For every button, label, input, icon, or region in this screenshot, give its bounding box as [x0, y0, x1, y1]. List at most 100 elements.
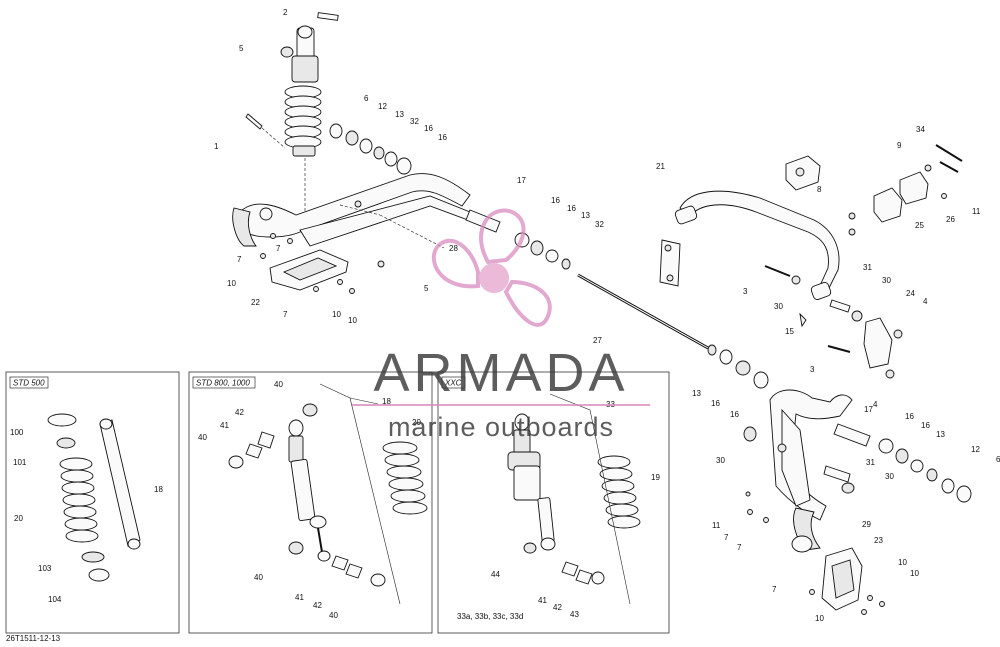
- callout-label: 13: [395, 110, 404, 119]
- inset-tag-std-800-1000: STD 800, 1000: [196, 379, 250, 388]
- shock-absorber-main: [245, 12, 339, 215]
- callout-label: 17: [517, 176, 526, 185]
- callout-label: 30: [882, 276, 891, 285]
- callout-label: 10: [348, 316, 357, 325]
- pivot-pin-right-and-bushings: [743, 423, 972, 503]
- callout-label: 5: [424, 284, 429, 293]
- callout-label: 41: [220, 421, 229, 430]
- lower-right-bushings: [707, 344, 769, 389]
- bracket-top-right: [785, 144, 963, 236]
- callout-label: 9: [897, 141, 902, 150]
- callout-label: 22: [251, 298, 260, 307]
- callout-label: 11: [972, 207, 981, 216]
- callout-label: 13: [581, 211, 590, 220]
- skid-plate-right: [745, 491, 885, 615]
- lower-a-arm-right: [769, 389, 853, 553]
- callout-label: 13: [936, 430, 945, 439]
- small-bolts-left: [260, 200, 385, 294]
- document-reference: 26T1511-12-13: [6, 634, 61, 643]
- callout-label: 2: [283, 8, 288, 17]
- inset-xxc-parts: [507, 393, 641, 605]
- watermark-subtitle: marine outboards: [387, 412, 615, 442]
- watermark-title: ARMADA: [373, 343, 629, 403]
- callout-label: 44: [491, 570, 500, 579]
- callout-label: 31: [866, 458, 875, 467]
- callout-label: 6: [996, 455, 1000, 464]
- inset-xxc: XXC: [437, 371, 670, 634]
- callout-label: 1: [214, 142, 219, 151]
- watermark-propeller-logo: [431, 208, 552, 327]
- callout-label: 20: [412, 418, 421, 427]
- callout-label: 19: [651, 473, 660, 482]
- callout-label: 41: [538, 596, 547, 605]
- callout-label: 41: [295, 593, 304, 602]
- callout-label: 103: [38, 564, 52, 573]
- bolts-right-mid: [764, 265, 903, 379]
- callout-label: 24: [906, 289, 915, 298]
- callout-label: 43: [570, 610, 579, 619]
- callout-label: 11: [712, 521, 721, 530]
- sway-bar-link-left: [659, 239, 681, 287]
- callout-label: 42: [235, 408, 244, 417]
- watermark-rule: [352, 404, 650, 406]
- sway-bar: [674, 190, 840, 300]
- inset-tag-xxc: XXC: [444, 379, 462, 388]
- callout-label: 3: [743, 287, 748, 296]
- callout-label: 6: [364, 94, 369, 103]
- callout-label: 28: [449, 244, 458, 253]
- inset-std-500: STD 500: [5, 371, 180, 634]
- callout-label: 20: [14, 514, 23, 523]
- callout-label: 15: [785, 327, 794, 336]
- callout-label: 32: [410, 117, 419, 126]
- inset-std-500-parts: [47, 413, 141, 582]
- callout-label: 100: [10, 428, 24, 437]
- inset-tag-std-500: STD 500: [13, 379, 45, 388]
- callout-label: 27: [593, 336, 602, 345]
- callout-label: 8: [817, 185, 822, 194]
- callout-label: 42: [313, 601, 322, 610]
- inset-std-800-1000: STD 800, 1000: [188, 371, 433, 634]
- callout-label: 40: [254, 573, 263, 582]
- callout-label: 32: [595, 220, 604, 229]
- callout-label: 12: [378, 102, 387, 111]
- callout-label: 30: [774, 302, 783, 311]
- callout-label: 10: [910, 569, 919, 578]
- callout-label: 42: [553, 603, 562, 612]
- callout-label: 16: [567, 204, 576, 213]
- callout-label: 10: [227, 279, 236, 288]
- callout-label: 4: [923, 297, 928, 306]
- callout-label: 25: [915, 221, 924, 230]
- callout-label: 16: [905, 412, 914, 421]
- callout-label: 10: [815, 614, 824, 623]
- inset-std-800-parts: [228, 383, 428, 605]
- callout-label: 13: [692, 389, 701, 398]
- callout-label: 7: [283, 310, 288, 319]
- callout-label: 16: [711, 399, 720, 408]
- callout-label: 23: [874, 536, 883, 545]
- callout-label: 7: [237, 255, 242, 264]
- callout-label: 16: [921, 421, 930, 430]
- callout-label: 18: [154, 485, 163, 494]
- callout-label: 16: [438, 133, 447, 142]
- callout-label: 104: [48, 595, 62, 604]
- callout-label: 3: [810, 365, 815, 374]
- callout-label: 16: [551, 196, 560, 205]
- callout-label: 33a, 33b, 33c, 33d: [457, 612, 523, 621]
- callout-label: 29: [862, 520, 871, 529]
- callout-label: 18: [382, 397, 391, 406]
- callout-label: 7: [724, 533, 729, 542]
- callout-label: 12: [971, 445, 980, 454]
- callout-label: 30: [885, 472, 894, 481]
- callout-label: 7: [772, 585, 777, 594]
- callout-label: 40: [198, 433, 207, 442]
- upper-a-arm-left: [232, 173, 471, 249]
- callout-label: 40: [274, 380, 283, 389]
- skid-plate-left: [269, 249, 349, 291]
- callout-label: 5: [239, 44, 244, 53]
- callout-label: 21: [656, 162, 665, 171]
- callout-label: 10: [332, 310, 341, 319]
- callout-label: 7: [737, 543, 742, 552]
